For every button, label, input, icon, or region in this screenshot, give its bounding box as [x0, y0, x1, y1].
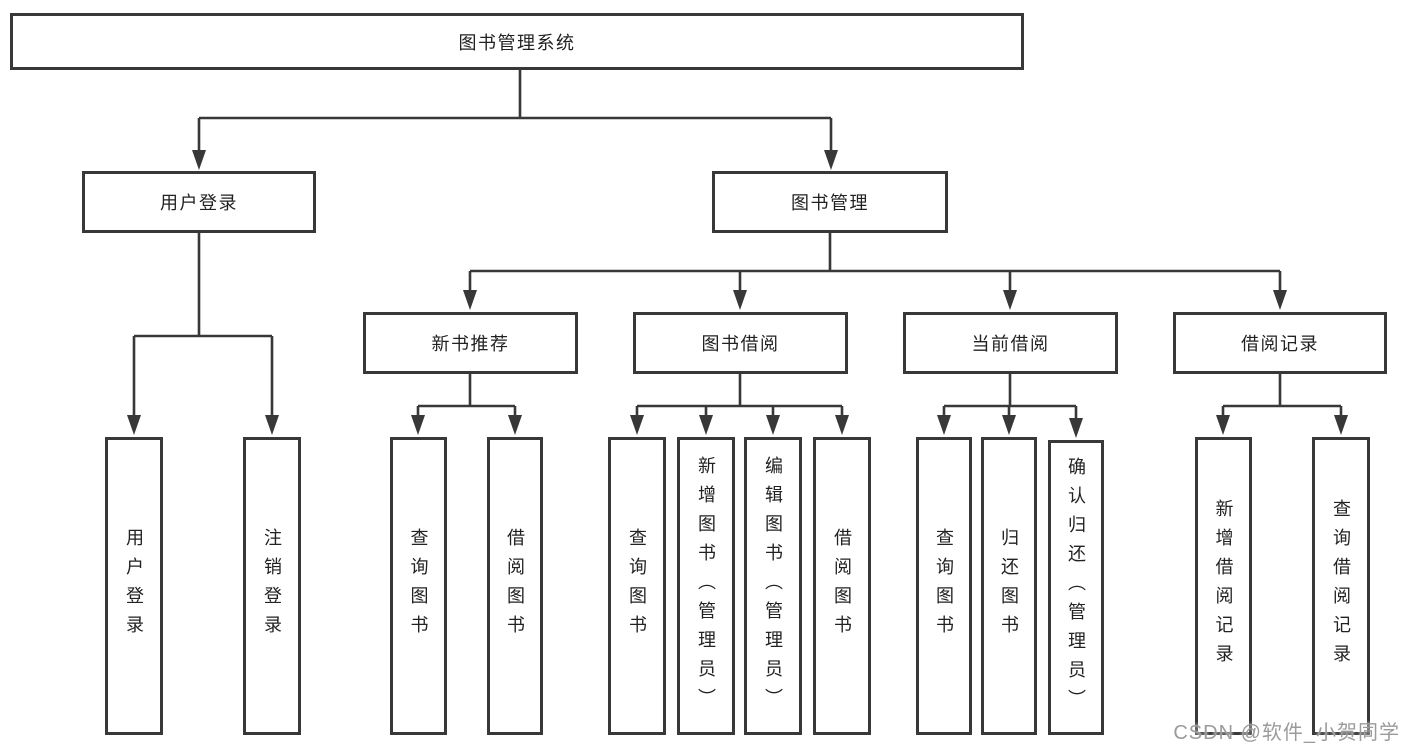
node-label: 归还图书: [999, 528, 1019, 644]
node-book-borrowing: 图书借阅: [633, 312, 848, 374]
node-borrowing-records: 借阅记录: [1173, 312, 1387, 374]
node-label: 用户登录: [160, 193, 238, 213]
node-book-management: 图书管理: [712, 171, 948, 233]
node-label: 借阅图书: [832, 528, 852, 644]
node-user-login: 用户登录: [82, 171, 316, 233]
leaf-borrow-edit-books-admin: 编辑图书（管理员）: [744, 437, 802, 735]
leaf-user-login: 用户登录: [105, 437, 163, 735]
leaf-newbook-borrow-books: 借阅图书: [487, 437, 543, 735]
node-label: 编辑图书（管理员）: [763, 455, 783, 717]
node-label: 图书管理系统: [458, 32, 576, 53]
leaf-borrow-query-books: 查询图书: [608, 437, 666, 735]
node-label: 查询图书: [934, 528, 954, 644]
node-label: 注销登录: [262, 528, 282, 644]
leaf-records-query-record: 查询借阅记录: [1312, 437, 1370, 735]
node-label: 查询借阅记录: [1331, 499, 1351, 673]
leaf-current-return-books: 归还图书: [981, 437, 1037, 735]
node-label: 图书借阅: [701, 334, 780, 354]
leaf-records-add-record: 新增借阅记录: [1195, 437, 1252, 735]
node-label: 新增借阅记录: [1213, 499, 1234, 673]
node-label: 确认归还（管理员）: [1066, 457, 1086, 718]
leaf-current-query-books: 查询图书: [916, 437, 972, 735]
node-new-book-recommend: 新书推荐: [363, 312, 578, 374]
csdn-watermark: CSDN @软件_小贺同学: [1173, 722, 1400, 744]
node-label: 借阅图书: [505, 528, 525, 644]
node-label: 借阅记录: [1241, 334, 1319, 354]
node-label: 图书管理: [791, 193, 869, 213]
node-label: 新增图书（管理员）: [696, 455, 716, 717]
node-root: 图书管理系统: [10, 13, 1024, 70]
node-current-borrowing: 当前借阅: [903, 312, 1118, 374]
node-label: 查询图书: [408, 528, 429, 644]
node-label: 用户登录: [124, 528, 144, 644]
leaf-current-confirm-return-admin: 确认归还（管理员）: [1048, 440, 1104, 735]
leaf-borrow-borrow-books: 借阅图书: [813, 437, 871, 735]
node-label: 当前借阅: [971, 334, 1050, 354]
leaf-newbook-query-books: 查询图书: [390, 437, 447, 735]
node-label: 查询图书: [627, 528, 647, 644]
leaf-logout: 注销登录: [243, 437, 301, 735]
node-label: 新书推荐: [431, 334, 510, 354]
leaf-borrow-add-books-admin: 新增图书（管理员）: [677, 437, 735, 735]
